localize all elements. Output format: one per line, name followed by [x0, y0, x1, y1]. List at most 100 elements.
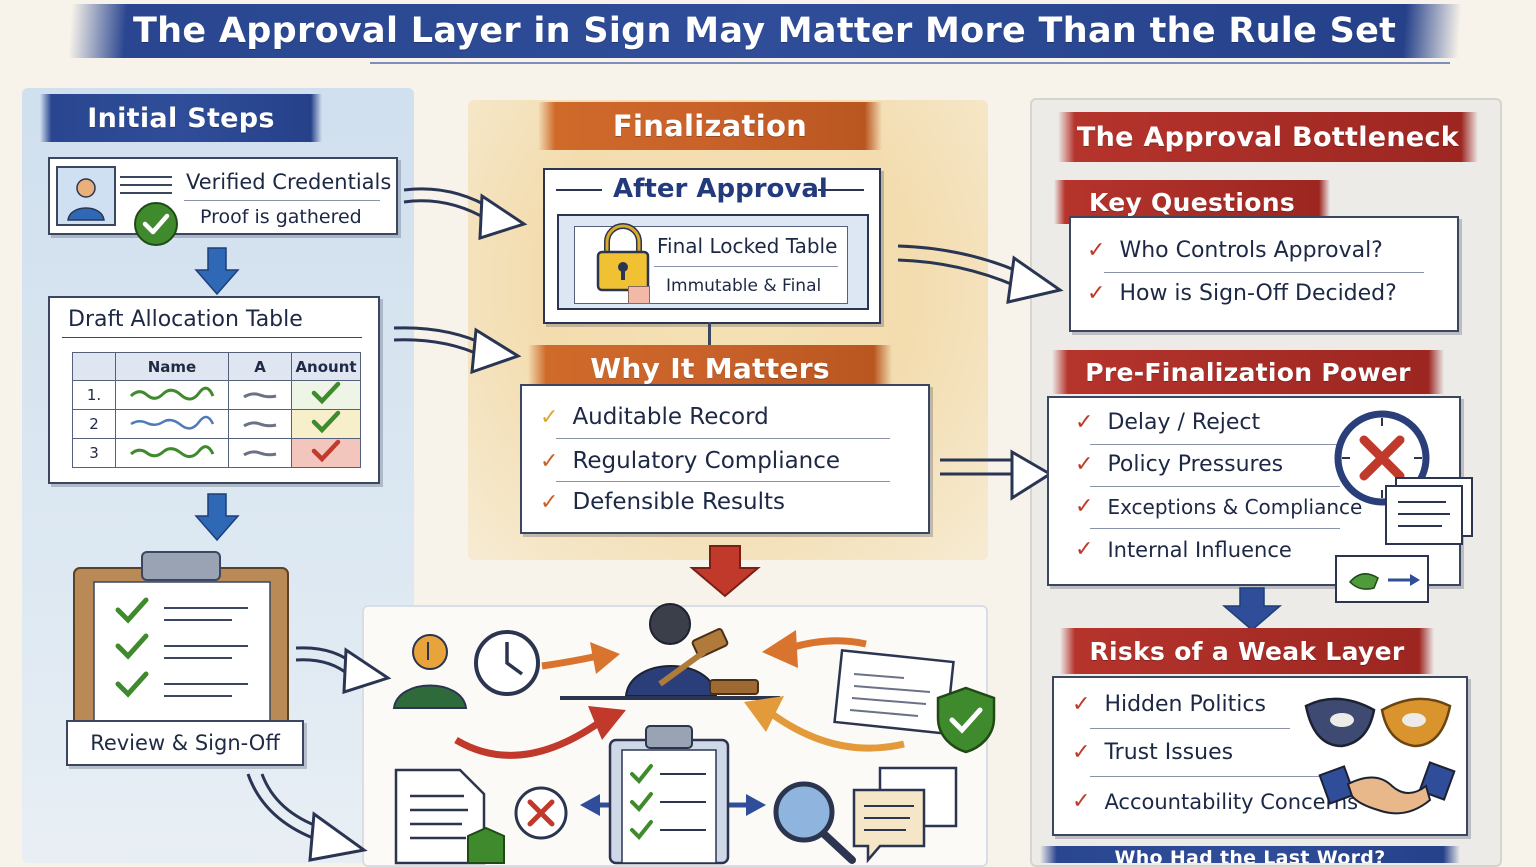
check-icon: ✓	[1087, 281, 1105, 306]
document-stack-icon	[1382, 476, 1476, 546]
col-name-header: Name	[116, 353, 229, 381]
scribble-icon	[116, 439, 229, 468]
scribble-icon	[229, 381, 292, 410]
power-divider-1	[1090, 444, 1340, 445]
scribble-icon	[116, 381, 229, 410]
after-approval-title: After Approval	[613, 174, 828, 204]
locked-table-title: Final Locked Table	[657, 234, 837, 258]
power-divider-3	[1090, 528, 1340, 529]
bottleneck-header: The Approval Bottleneck	[1058, 112, 1478, 162]
lock-color-swatch	[628, 286, 650, 304]
mask-icon	[1298, 688, 1458, 754]
check-icon	[292, 410, 361, 439]
check-icon: ✓	[1072, 740, 1090, 765]
curved-arrow-icon	[450, 700, 630, 770]
reject-x-icon	[512, 784, 570, 842]
check-icon	[292, 381, 361, 410]
shield-check-icon	[934, 686, 998, 754]
chat-bubbles-icon	[850, 764, 960, 863]
clock-icon	[472, 628, 542, 698]
col-index-header	[73, 353, 116, 381]
row-number: 1.	[73, 381, 116, 410]
scribble-icon	[229, 439, 292, 468]
right-arrow-icon	[402, 180, 528, 242]
check-icon: ✓	[1072, 789, 1090, 814]
draft-allocation-table: Name A Anount 1. 2 3	[72, 352, 361, 468]
after-approval-rule-left	[556, 189, 602, 191]
down-arrow-icon	[194, 248, 240, 296]
finalization-header: Finalization	[538, 102, 882, 150]
person-icon	[390, 630, 480, 710]
draft-table-title: Draft Allocation Table	[68, 307, 303, 332]
check-icon: ✓	[540, 449, 558, 474]
row-number: 3	[73, 439, 116, 468]
right-arrow-icon	[392, 322, 522, 376]
check-icon: ✓	[540, 490, 558, 515]
power-item-2: ✓ Policy Pressures	[1075, 452, 1283, 477]
down-arrow-icon	[1222, 588, 1282, 632]
check-icon: ✓	[540, 405, 558, 430]
title-underline	[370, 62, 1450, 64]
key-question-1: ✓ Who Controls Approval?	[1087, 238, 1383, 263]
check-icon: ✓	[1075, 452, 1093, 477]
table-row: 2	[73, 410, 361, 439]
col-a-header: A	[229, 353, 292, 381]
power-item-3: ✓ Exceptions & Compliance	[1075, 494, 1362, 519]
down-arrow-icon	[690, 546, 760, 598]
right-arrow-icon	[896, 240, 1064, 304]
check-icon: ✓	[1087, 238, 1105, 263]
check-icon: ✓	[1072, 692, 1090, 717]
power-item-4: ✓ Internal Influence	[1075, 537, 1292, 562]
credentials-subtitle: Proof is gathered	[200, 206, 362, 228]
person-id-icon	[56, 166, 116, 226]
check-icon: ✓	[1075, 410, 1093, 435]
curved-arrow-icon	[740, 690, 910, 760]
id-lines	[120, 170, 172, 200]
right-arrow-icon	[938, 450, 1054, 502]
review-signoff-label: Review & Sign-Off	[66, 720, 304, 766]
clipboard-icon	[606, 724, 732, 863]
verified-check-icon	[132, 200, 180, 248]
locked-table-subtitle: Immutable & Final	[666, 276, 821, 296]
table-row: 3	[73, 439, 361, 468]
power-item-1: ✓ Delay / Reject	[1075, 410, 1260, 435]
why-divider-1	[556, 438, 890, 439]
approval-badge-icon	[466, 826, 506, 863]
why-item-2: ✓ Regulatory Compliance	[540, 448, 840, 474]
key-questions-divider	[1104, 272, 1424, 273]
row-number: 2	[73, 410, 116, 439]
risk-item-2: ✓ Trust Issues	[1072, 740, 1233, 765]
risks-header: Risks of a Weak Layer	[1060, 628, 1434, 674]
padlock-icon	[594, 222, 652, 292]
check-icon: ✓	[1075, 537, 1093, 562]
clipboard-icon	[72, 548, 290, 748]
risk-item-3: ✓ Accountability Concerns	[1072, 789, 1358, 814]
money-transfer-icon	[1334, 554, 1430, 604]
why-item-3: ✓ Defensible Results	[540, 489, 785, 515]
check-red-icon	[292, 439, 361, 468]
scribble-icon	[116, 410, 229, 439]
locked-table-divider	[654, 266, 838, 267]
credentials-title: Verified Credentials	[186, 170, 391, 194]
last-word-banner: Who Had the Last Word?	[1040, 846, 1460, 863]
why-item-1: ✓ Auditable Record	[540, 404, 769, 430]
scribble-icon	[229, 410, 292, 439]
key-question-2: ✓ How is Sign-Off Decided?	[1087, 281, 1397, 306]
page-title: The Approval Layer in Sign May Matter Mo…	[133, 11, 1396, 51]
key-questions-card	[1069, 216, 1459, 332]
why-divider-2	[556, 481, 890, 482]
table-row: 1.	[73, 381, 361, 410]
judge-gavel-icon	[600, 600, 770, 700]
pre-finalization-header: Pre-Finalization Power	[1052, 350, 1444, 394]
credentials-divider	[184, 200, 380, 201]
right-arrow-icon	[294, 640, 392, 696]
col-amount-header: Anount	[292, 353, 361, 381]
magnifier-icon	[768, 778, 858, 863]
down-arrow-icon	[194, 494, 240, 542]
power-divider-2	[1090, 486, 1340, 487]
down-right-arrow-icon	[244, 770, 368, 863]
page-title-banner: The Approval Layer in Sign May Matter Mo…	[68, 4, 1462, 58]
risks-divider-1	[1090, 728, 1290, 729]
handshake-icon	[1322, 756, 1452, 820]
check-icon: ✓	[1075, 494, 1093, 519]
